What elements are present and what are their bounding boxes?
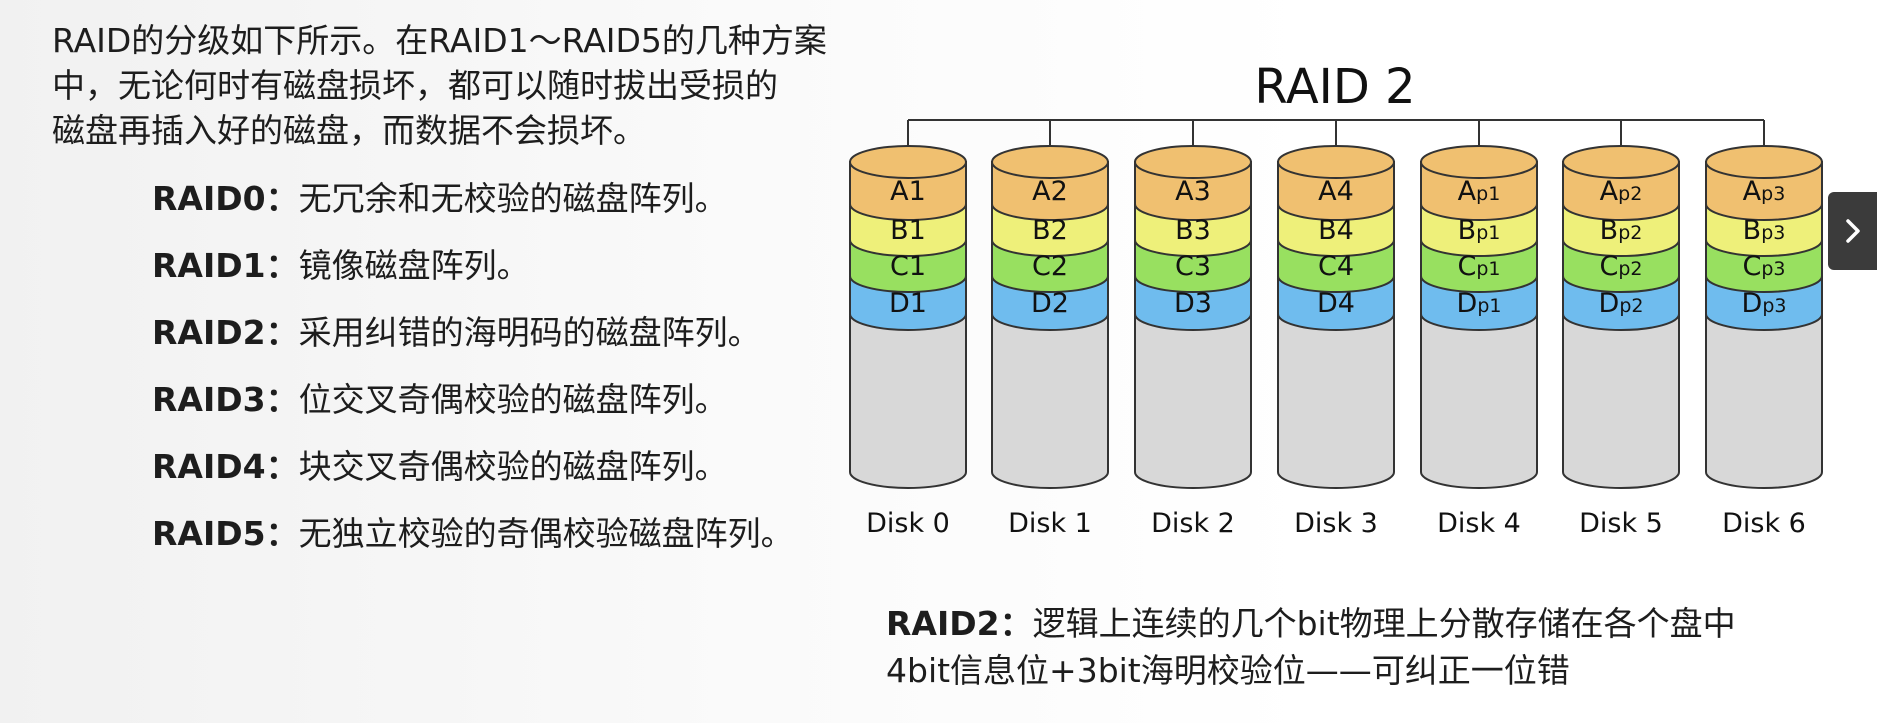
stripe-label: D2	[1031, 288, 1069, 319]
stripe-label: Dp1	[1457, 288, 1502, 319]
stripe-label: B4	[1318, 215, 1354, 246]
disk-label: Disk 1	[1008, 508, 1092, 539]
stripe-label: C3	[1175, 251, 1211, 282]
disk-label: Disk 2	[1151, 508, 1235, 539]
stripe-label: A4	[1318, 176, 1354, 207]
stripe-label: Bp1	[1458, 215, 1501, 246]
raid-level-key: RAID2：	[152, 313, 299, 352]
raid-level-key: RAID0：	[152, 179, 299, 218]
raid-level-desc: 无冗余和无校验的磁盘阵列。	[298, 179, 728, 218]
note-key: RAID2：	[886, 604, 1033, 643]
diagram-title: RAID 2	[1254, 59, 1415, 115]
stripe-label: C2	[1032, 251, 1068, 282]
stripe-label: A3	[1175, 176, 1211, 207]
stripe-label: C1	[890, 251, 926, 282]
stripe-label: Bp3	[1743, 215, 1786, 246]
stripe-label: B1	[890, 215, 926, 246]
stripe-label: D4	[1317, 288, 1355, 319]
disk-top-cap	[1420, 145, 1538, 179]
disk-label: Disk 0	[866, 508, 950, 539]
stripe-label: Bp2	[1600, 215, 1643, 246]
question-text: RAID的分级如下所示。在RAID1～RAID5的几种方案 中，无论何时有磁盘损…	[52, 18, 892, 153]
stripe-label: Dp2	[1599, 288, 1644, 319]
disk-body	[1420, 313, 1538, 489]
next-slide-button[interactable]	[1828, 192, 1877, 270]
stripe-label: Cp3	[1742, 251, 1785, 282]
question-line: 磁盘再插入好的磁盘，而数据不会损坏。	[52, 111, 646, 150]
stripe-label: Ap1	[1458, 176, 1501, 207]
stripe-label: B2	[1032, 215, 1068, 246]
disk-body	[849, 313, 967, 489]
raid-level-desc: 采用纠错的海明码的磁盘阵列。	[298, 313, 761, 352]
disk-label: Disk 6	[1722, 508, 1806, 539]
stripe-label: D3	[1174, 288, 1212, 319]
raid-level-key: RAID4：	[152, 447, 299, 486]
raid-level-desc: 无独立校验的奇偶校验磁盘阵列。	[298, 514, 794, 553]
disk-label: Disk 4	[1437, 508, 1521, 539]
stripe-label: Cp1	[1457, 251, 1500, 282]
question-line: 中，无论何时有磁盘损坏，都可以随时拔出受损的	[52, 66, 778, 105]
disk-top-cap	[1705, 145, 1823, 179]
disk-body	[1562, 313, 1680, 489]
raid-level-key: RAID5：	[152, 514, 299, 553]
stripe-label: A1	[890, 176, 926, 207]
stripe-label: A2	[1032, 176, 1068, 207]
disk-top-cap	[991, 145, 1109, 179]
disk-top-cap	[1562, 145, 1680, 179]
disk-body	[1134, 313, 1252, 489]
raid-level-item: RAID0：无冗余和无校验的磁盘阵列。	[152, 172, 728, 220]
disk-body	[1705, 313, 1823, 489]
raid-level-item: RAID4：块交叉奇偶校验的磁盘阵列。	[152, 440, 728, 488]
disk-top-cap	[1134, 145, 1252, 179]
disk-top-cap	[1277, 145, 1395, 179]
raid-level-item: RAID5：无独立校验的奇偶校验磁盘阵列。	[152, 507, 794, 555]
note-line-2: 4bit信息位+3bit海明校验位——可纠正一位错	[886, 651, 1570, 690]
raid-level-item: RAID3：位交叉奇偶校验的磁盘阵列。	[152, 373, 728, 421]
raid-level-key: RAID1：	[152, 246, 299, 285]
raid2-note: RAID2：逻辑上连续的几个bit物理上分散存储在各个盘中 4bit信息位+3b…	[886, 600, 1736, 694]
chevron-right-icon	[1845, 219, 1860, 243]
stripe-label: Ap3	[1743, 176, 1786, 207]
stripe-label: Dp3	[1742, 288, 1787, 319]
disk-body	[991, 313, 1109, 489]
raid-level-desc: 镜像磁盘阵列。	[298, 246, 530, 285]
stripe-label: D1	[889, 288, 927, 319]
stripe-label: B3	[1175, 215, 1211, 246]
disk-body	[1277, 313, 1395, 489]
raid-level-key: RAID3：	[152, 380, 299, 419]
raid-level-desc: 块交叉奇偶校验的磁盘阵列。	[298, 447, 728, 486]
note-text: 逻辑上连续的几个bit物理上分散存储在各个盘中	[1032, 604, 1736, 643]
raid-level-item: RAID1：镜像磁盘阵列。	[152, 239, 530, 287]
raid-level-item: RAID2：采用纠错的海明码的磁盘阵列。	[152, 306, 761, 354]
question-line: RAID的分级如下所示。在RAID1～RAID5的几种方案	[52, 21, 827, 60]
stripe-label: Cp2	[1599, 251, 1642, 282]
disk-label: Disk 3	[1294, 508, 1378, 539]
stripe-label: Ap2	[1600, 176, 1643, 207]
disk-label: Disk 5	[1579, 508, 1663, 539]
stripe-label: C4	[1318, 251, 1354, 282]
disk-top-cap	[849, 145, 967, 179]
note-line-1: RAID2：逻辑上连续的几个bit物理上分散存储在各个盘中	[886, 600, 1736, 647]
raid-level-desc: 位交叉奇偶校验的磁盘阵列。	[298, 380, 728, 419]
